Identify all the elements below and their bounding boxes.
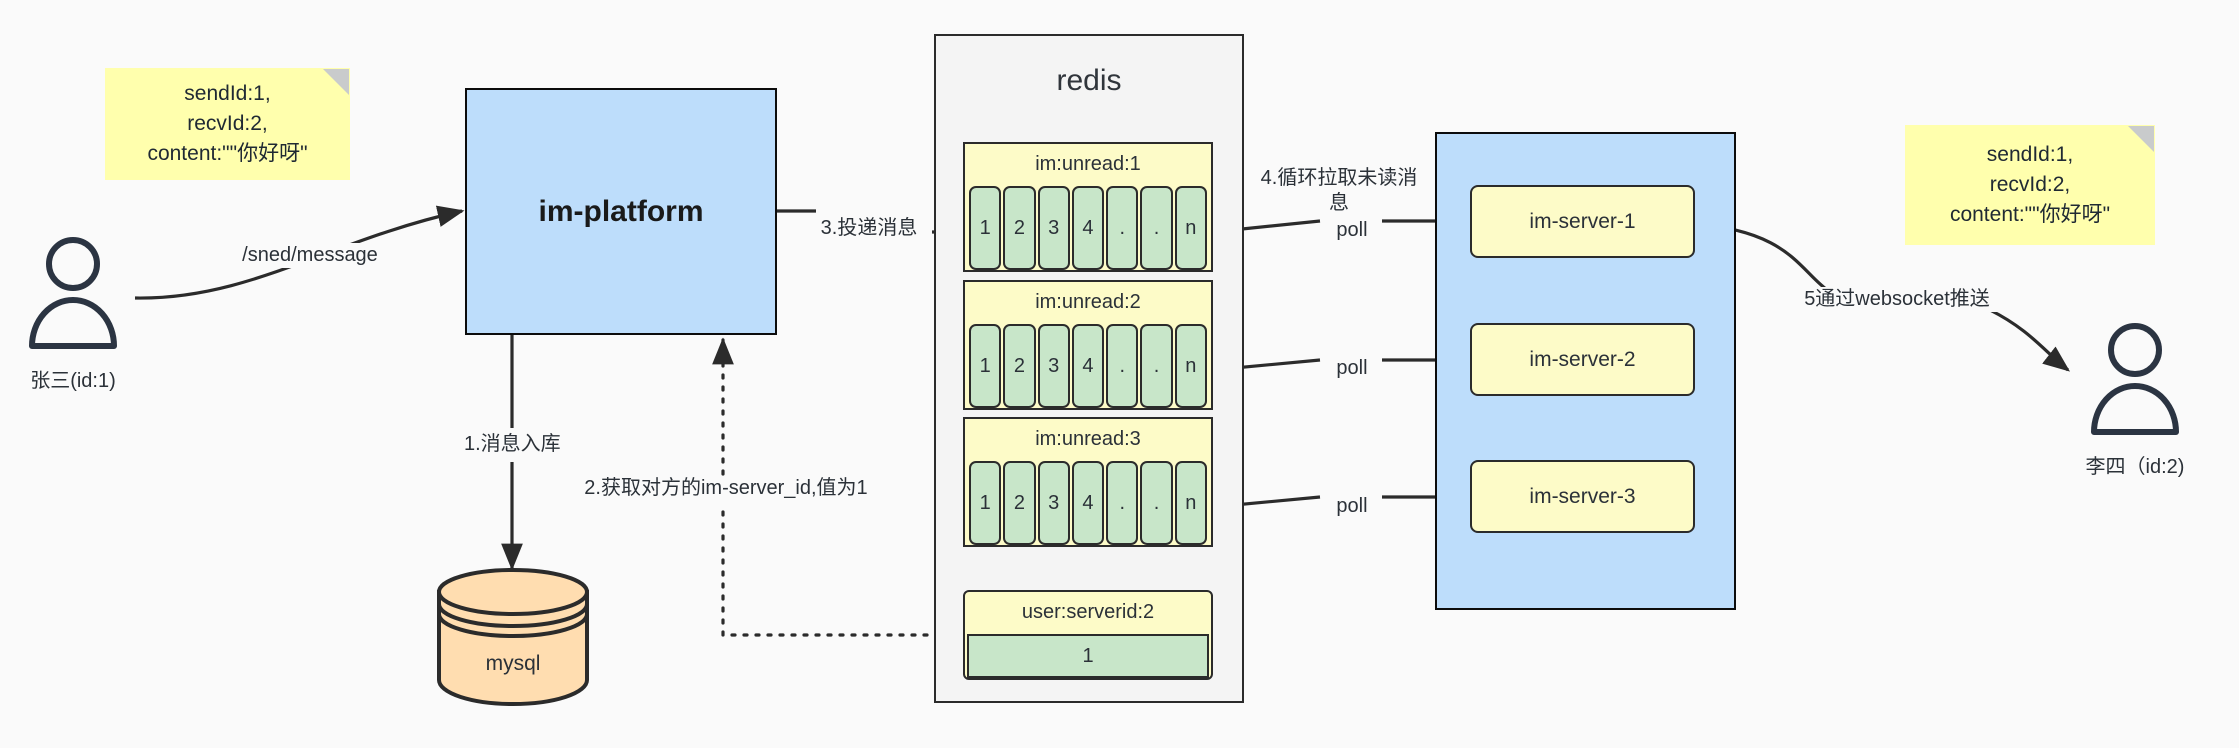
sticky-note-receiver-text: sendId:1, recvId:2, content:""你好呀": [1949, 143, 2111, 226]
redis-cell: 2: [1003, 186, 1036, 270]
redis-key-user-serverid-2[interactable]: user:serverid:2 1: [963, 590, 1213, 680]
edge-label-poll-1: poll: [1322, 218, 1382, 243]
redis-kv-value: 1: [967, 634, 1209, 678]
im-server-1-box[interactable]: im-server-1: [1470, 185, 1695, 258]
redis-cell: .: [1140, 461, 1173, 545]
redis-cell: 4: [1071, 461, 1105, 545]
im-server-3-label: im-server-3: [1529, 484, 1636, 508]
im-server-3-box[interactable]: im-server-3: [1470, 460, 1695, 533]
note-fold-icon: [2128, 126, 2154, 152]
actor-receiver-label: 李四（id:2): [2085, 456, 2185, 478]
redis-key-name: im:unread:3: [1035, 427, 1141, 450]
redis-cell: 3: [1037, 324, 1070, 408]
redis-cell: 4: [1071, 324, 1105, 408]
redis-key-name: user:serverid:2: [1021, 600, 1155, 623]
redis-key-cells: 1 2 3 4 . . n: [969, 186, 1207, 270]
actor-sender-label: 张三(id:1): [30, 370, 116, 392]
redis-key-name: im:unread:1: [1035, 152, 1141, 175]
redis-key-im-unread-1[interactable]: im:unread:1 1 2 3 4 . . n: [963, 142, 1213, 272]
im-platform-label: im-platform: [538, 194, 704, 228]
edge-label-poll-unread: 4.循环拉取未读消 息: [1252, 166, 1426, 216]
redis-cell: n: [1174, 461, 1207, 545]
edge-label-deliver-message: 3.投递消息: [806, 216, 932, 241]
sticky-note-sender-payload: sendId:1, recvId:2, content:""你好呀": [105, 68, 350, 180]
edge-label-websocket-push: 5通过websocket推送: [1790, 287, 2004, 312]
redis-key-cells: 1 2 3 4 . . n: [969, 324, 1207, 408]
redis-cell: 2: [1003, 461, 1036, 545]
actor-receiver-icon: [2091, 323, 2179, 435]
redis-cell: 1: [969, 324, 1002, 408]
redis-cell: n: [1174, 186, 1207, 270]
edge-label-send-message: /sned/message: [232, 243, 388, 268]
redis-cell: .: [1106, 324, 1139, 408]
edge-label-poll-3: poll: [1322, 494, 1382, 519]
redis-cell: .: [1140, 324, 1173, 408]
redis-cell: .: [1140, 186, 1173, 270]
sticky-note-sender-text: sendId:1, recvId:2, content:""你好呀": [147, 82, 308, 165]
sticky-note-receiver-payload: sendId:1, recvId:2, content:""你好呀": [1905, 125, 2155, 245]
redis-key-im-unread-2[interactable]: im:unread:2 1 2 3 4 . . n: [963, 280, 1213, 410]
im-server-2-box[interactable]: im-server-2: [1470, 323, 1695, 396]
im-server-2-label: im-server-2: [1529, 347, 1636, 371]
redis-key-im-unread-3[interactable]: im:unread:3 1 2 3 4 . . n: [963, 417, 1213, 547]
edge-label-fetch-serverid: 2.获取对方的im-server_id,值为1: [578, 476, 874, 501]
redis-cell: 2: [1003, 324, 1036, 408]
redis-cell: .: [1106, 461, 1139, 545]
im-server-1-label: im-server-1: [1529, 209, 1636, 233]
redis-cell: 3: [1037, 186, 1070, 270]
edge-label-poll-2: poll: [1322, 356, 1382, 381]
redis-cell: 1: [969, 186, 1002, 270]
redis-cell: 4: [1071, 186, 1105, 270]
redis-title: redis: [1056, 64, 1122, 97]
im-platform-box[interactable]: im-platform: [465, 88, 777, 335]
note-fold-icon: [323, 69, 349, 95]
edge-label-persist-message: 1.消息入库: [462, 432, 576, 457]
actor-sender-icon: [29, 237, 117, 349]
redis-key-cells: 1 2 3 4 . . n: [969, 461, 1207, 545]
redis-cell: n: [1174, 324, 1207, 408]
redis-cell: 1: [969, 461, 1002, 545]
redis-key-name: im:unread:2: [1035, 290, 1141, 313]
redis-cell: .: [1106, 186, 1139, 270]
redis-cell: 3: [1037, 461, 1070, 545]
edge-fetch-serverid: [712, 337, 965, 637]
mysql-database-icon[interactable]: [433, 566, 593, 706]
mysql-label: mysql: [485, 652, 541, 675]
